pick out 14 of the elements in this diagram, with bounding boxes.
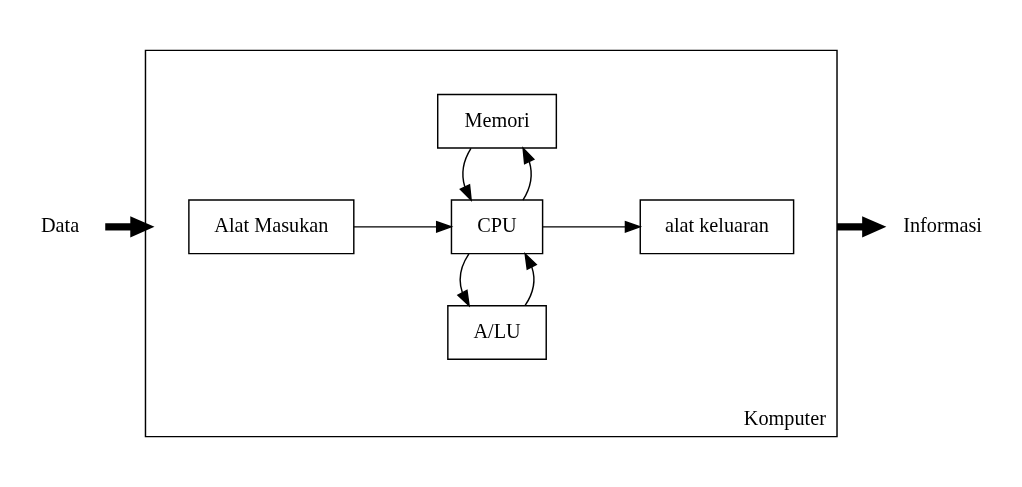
node-box: Memori (436, 93, 557, 149)
node-box: alat keluaran (639, 199, 794, 255)
node-box: A/LU (446, 305, 547, 360)
arrow (458, 147, 472, 202)
arrow (541, 220, 642, 233)
node-text: Informasi (902, 214, 982, 237)
node-text: Data (40, 214, 79, 237)
arrow (521, 146, 535, 201)
arrow (523, 252, 537, 307)
arrow (352, 220, 453, 233)
node-box: CPU (450, 199, 543, 255)
node-box: Alat Masukan (187, 199, 355, 255)
arrow (456, 253, 470, 308)
arrow (104, 216, 154, 238)
